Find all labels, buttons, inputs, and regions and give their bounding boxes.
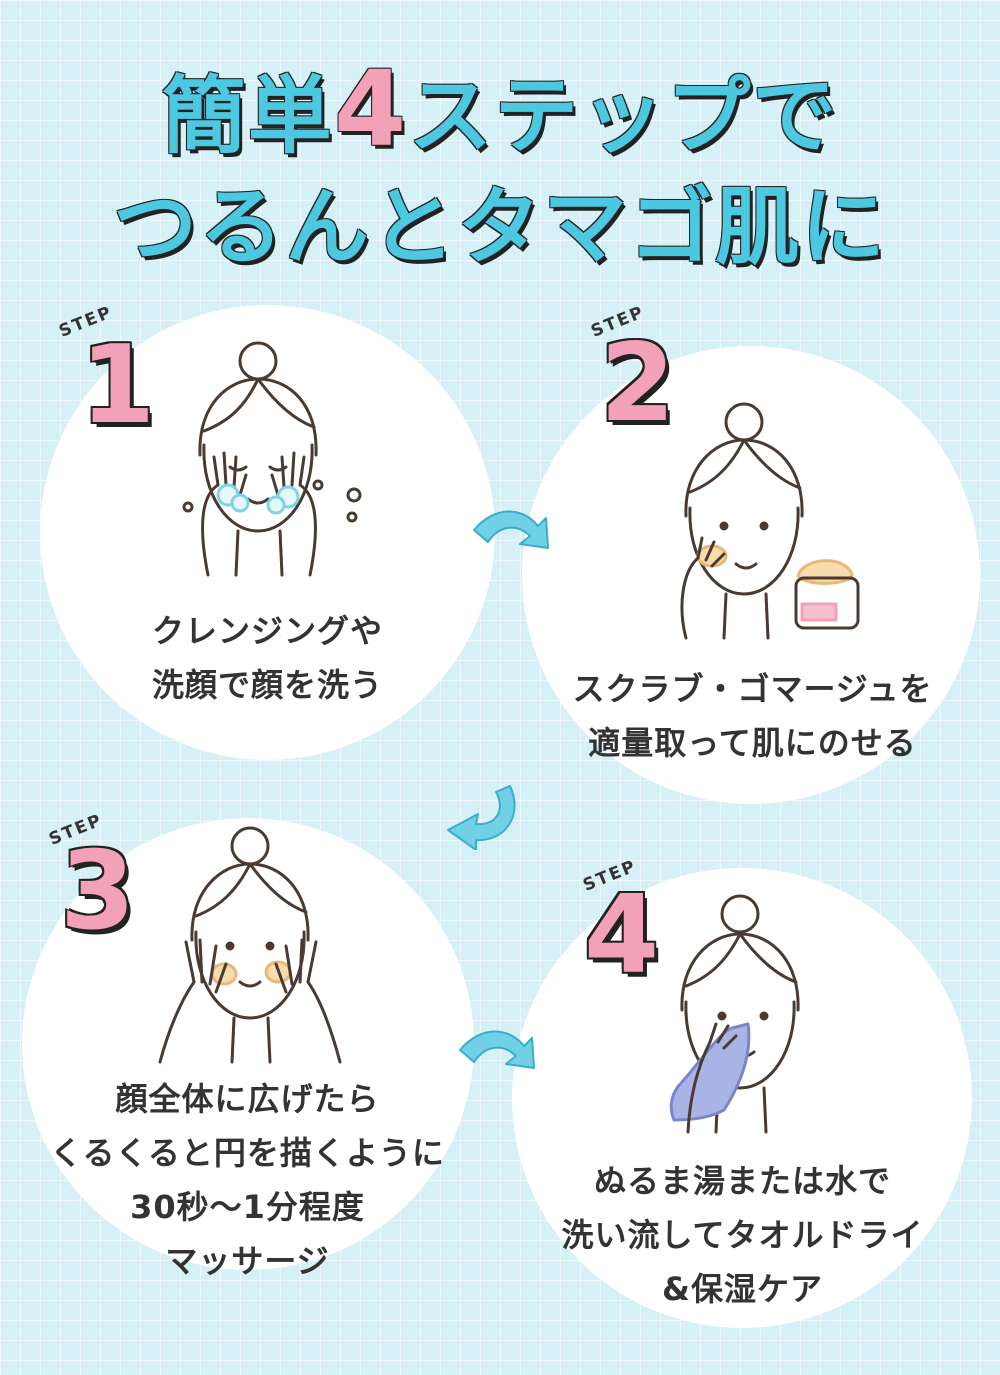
- curved-arrow-icon: [473, 510, 549, 549]
- title-number: 4: [333, 48, 409, 170]
- step-3-number: 3: [60, 829, 136, 954]
- caption-line: クレンジングや: [151, 612, 383, 650]
- page-title-line-2: つるんとタマゴ肌に: [112, 178, 887, 276]
- curved-arrow-icon: [447, 785, 516, 850]
- caption-line: 適量取って肌にのせる: [588, 724, 917, 762]
- page-title-line-1: 簡単4ステップで: [0, 48, 1000, 170]
- caption-line: 洗い流してタオルドライ: [561, 1216, 924, 1254]
- step-2-number: 2: [600, 321, 676, 446]
- caption-line: 顔全体に広げたら: [115, 1080, 380, 1118]
- step-3-circle: [22, 818, 474, 1270]
- step-1-number: 1: [80, 323, 156, 448]
- step-4-caption: ぬるま湯または水で 洗い流してタオルドライ &保湿ケア: [525, 1154, 960, 1316]
- step-3-caption: 顔全体に広げたら くるくると円を描くように 30秒～1分程度 マッサージ: [30, 1072, 465, 1288]
- title-text-steps: ステップで: [408, 67, 839, 165]
- woman-towel-drying-icon: [669, 894, 800, 1134]
- step-2-caption: スクラブ・ゴマージュを 適量取って肌にのせる: [540, 662, 965, 770]
- step-4-number: 4: [584, 873, 660, 998]
- caption-line: くるくると円を描くように: [50, 1134, 445, 1172]
- caption-line: マッサージ: [165, 1242, 330, 1280]
- step-1-caption: クレンジングや 洗顔で顔を洗う: [60, 604, 475, 712]
- caption-line: ぬるま湯または水で: [593, 1162, 891, 1200]
- curved-arrow-icon: [459, 1030, 535, 1069]
- title-text-easy: 簡単: [161, 67, 334, 165]
- caption-line: &保湿ケア: [662, 1270, 823, 1308]
- caption-line: 洗顔で顔を洗う: [151, 666, 383, 704]
- step-4-circle: [512, 868, 972, 1328]
- woman-applying-scrub-icon: [680, 402, 860, 640]
- step-2-circle: [522, 346, 980, 804]
- woman-massaging-face-icon: [158, 826, 342, 1064]
- caption-line: スクラブ・ゴマージュを: [572, 670, 933, 708]
- caption-line: 30秒～1分程度: [130, 1188, 365, 1226]
- woman-washing-face-icon: [182, 341, 362, 577]
